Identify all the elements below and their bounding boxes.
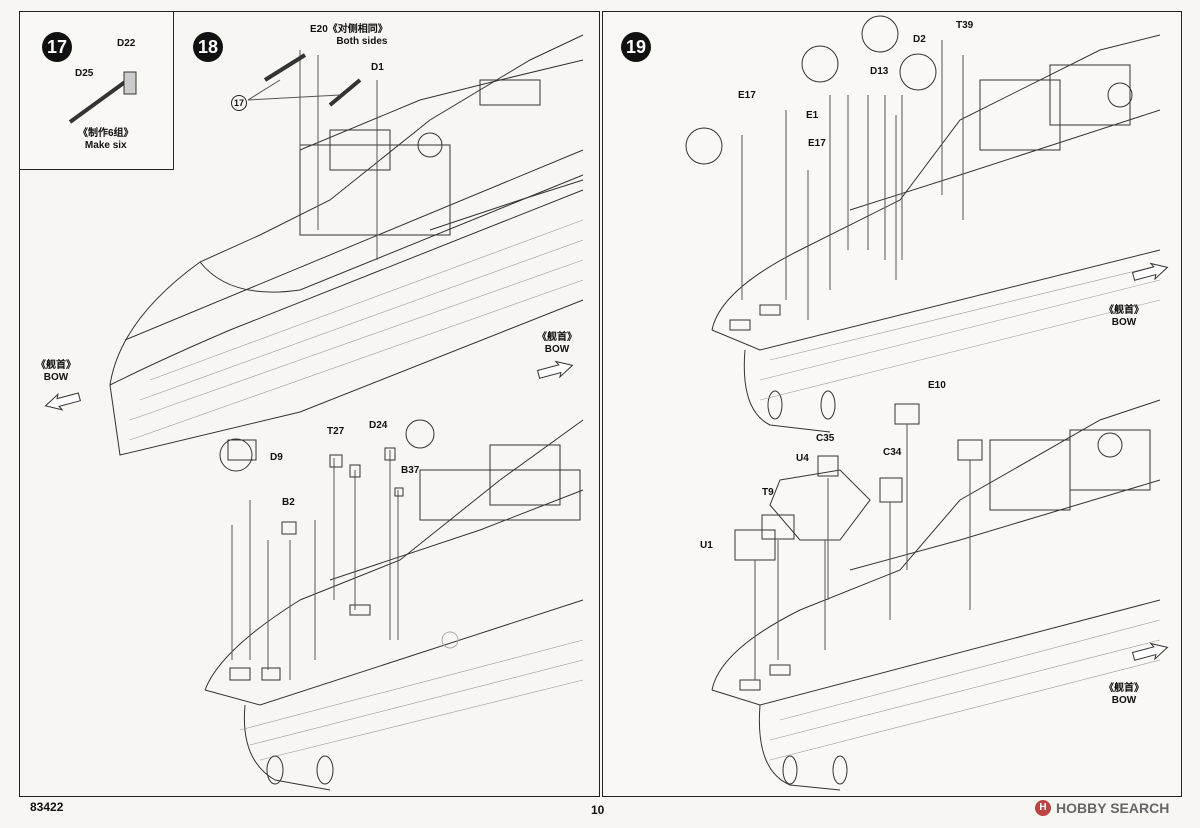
step-18-note-en: Both sides [336, 36, 388, 47]
step-17-note: 《制作6组》 Make six [78, 128, 134, 152]
bow-cn: 《舰首》 [1104, 305, 1144, 316]
part-d1: D1 [371, 62, 384, 73]
step-19-panel [602, 11, 1182, 797]
part-u4: U4 [796, 453, 809, 464]
bow-cn: 《舰首》 [537, 332, 577, 343]
steps-17-18-panel [19, 11, 600, 797]
step-18-note-cn: 《对侧相同》 [327, 24, 388, 35]
bow-label-19-lower: 《舰首》BOW [1104, 683, 1144, 707]
part-e20: E20 [310, 24, 328, 35]
bow-label-18-upper-right: 《舰首》BOW [537, 332, 577, 356]
page-number: 10 [591, 803, 605, 817]
part-d24: D24 [369, 420, 388, 431]
bow-en: BOW [1111, 695, 1137, 706]
bow-cn: 《舰首》 [1104, 683, 1144, 694]
part-d22: D22 [117, 38, 136, 49]
bow-cn: 《舰首》 [36, 360, 76, 371]
part-t9: T9 [762, 487, 774, 498]
part-d9: D9 [270, 452, 283, 463]
bow-en: BOW [1111, 317, 1137, 328]
part-d13: D13 [870, 66, 889, 77]
part-d2: D2 [913, 34, 926, 45]
step-number-17: 17 [42, 32, 72, 62]
part-d25: D25 [75, 68, 94, 79]
part-u1: U1 [700, 540, 713, 551]
step-number-18: 18 [193, 32, 223, 62]
part-e10: E10 [928, 380, 946, 391]
part-e1: E1 [806, 110, 819, 121]
watermark-text: HOBBY SEARCH [1056, 800, 1170, 816]
bow-en: BOW [43, 372, 69, 383]
part-b2: B2 [282, 497, 295, 508]
bow-label-18-upper-left: 《舰首》BOW [36, 360, 76, 384]
ref-step-17: 17 [231, 95, 247, 111]
bow-en: BOW [544, 344, 570, 355]
step-17-note-en: Make six [84, 140, 127, 151]
watermark-logo-icon: H [1035, 800, 1051, 816]
part-t27: T27 [327, 426, 345, 437]
part-b37: B37 [401, 465, 420, 476]
part-c35: C35 [816, 433, 835, 444]
step-number-19: 19 [621, 32, 651, 62]
part-e17-lower: E17 [808, 138, 826, 149]
step-17-note-cn: 《制作6组》 [78, 128, 134, 139]
watermark: H HOBBY SEARCH [1035, 800, 1169, 816]
part-t39: T39 [956, 20, 974, 31]
bow-label-19-upper: 《舰首》BOW [1104, 305, 1144, 329]
part-e17-upper: E17 [738, 90, 756, 101]
step-18-note: E20《对侧相同》 Both sides [310, 24, 388, 48]
product-code: 83422 [30, 800, 64, 814]
part-c34: C34 [883, 447, 902, 458]
